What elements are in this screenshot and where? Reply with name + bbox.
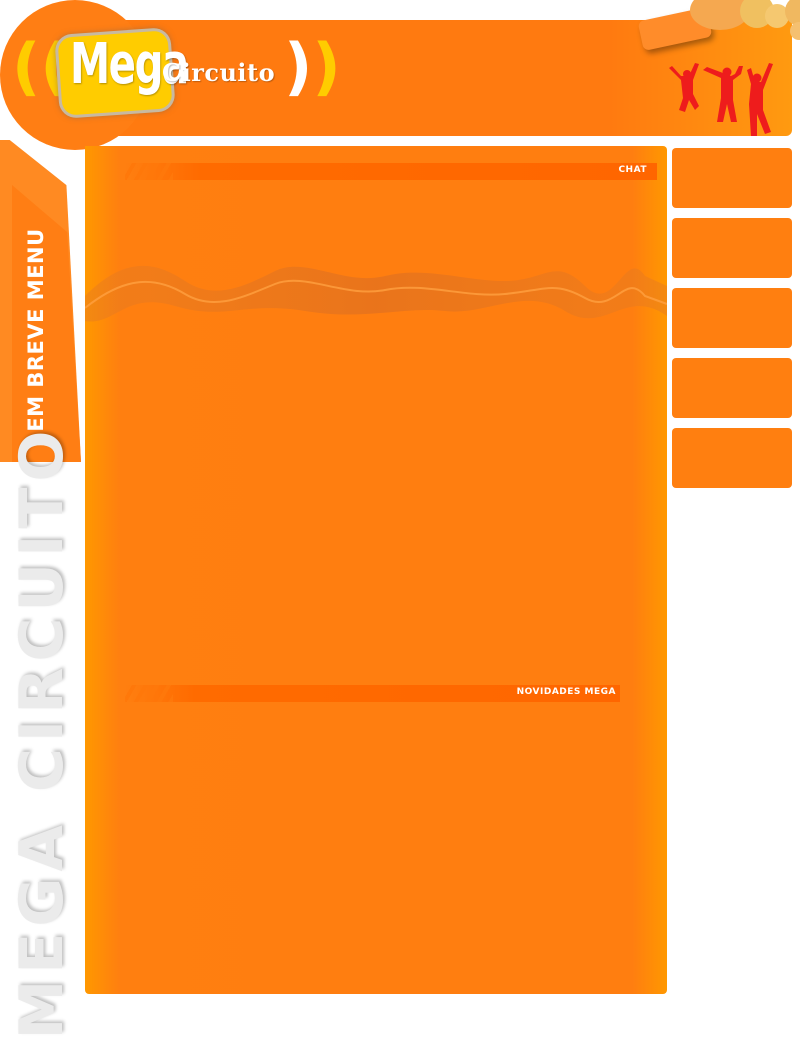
vertical-brand-text: MEGA CIRCUITO	[7, 424, 77, 1039]
side-box-2[interactable]	[672, 218, 792, 278]
side-box-1[interactable]	[672, 148, 792, 208]
side-box-4[interactable]	[672, 358, 792, 418]
collage-graphic	[637, 0, 800, 51]
section-header-novidades: NOVIDADES MEGA	[125, 685, 620, 702]
stripes-decoration	[125, 163, 173, 180]
side-box-3[interactable]	[672, 288, 792, 348]
sound-wave-graphic	[85, 265, 667, 322]
site-logo[interactable]: (( Mega Circuito ))	[12, 28, 342, 118]
side-menu-label[interactable]: EM BREVE MENU	[24, 228, 48, 432]
logo-mega-text: Mega	[70, 32, 189, 97]
logo-right-paren: ))	[284, 30, 341, 103]
circle-shape	[790, 22, 800, 40]
side-box-5[interactable]	[672, 428, 792, 488]
circle-shape	[785, 0, 800, 26]
section-title-novidades: NOVIDADES MEGA	[516, 687, 616, 697]
stripes-decoration	[125, 685, 173, 702]
section-title-chat: CHAT	[618, 165, 647, 175]
logo-circuito-text: Circuito	[162, 58, 276, 87]
dancers-silhouette-icon	[669, 63, 773, 136]
main-content-panel: CHAT NOVIDADES MEGA	[85, 146, 667, 994]
section-header-chat: CHAT	[125, 163, 657, 180]
